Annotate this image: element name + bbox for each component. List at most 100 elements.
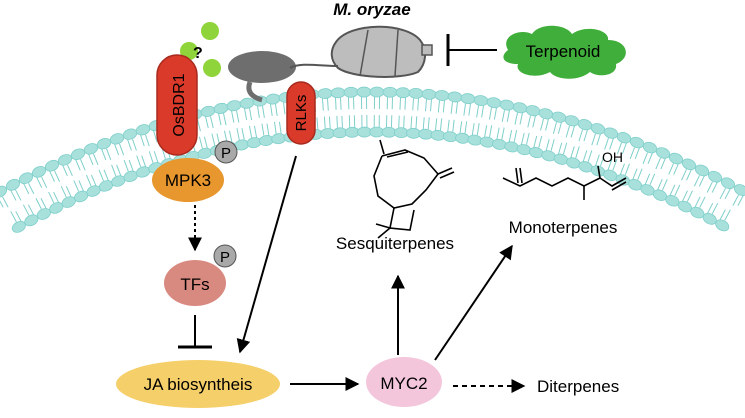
lipid-head (18, 172, 34, 185)
lipid-tail (106, 148, 112, 161)
lipid-tail (412, 98, 414, 111)
lipid-tail (399, 97, 401, 110)
terpenoid-label: Terpenoid (526, 42, 601, 61)
lipid-tail (148, 151, 154, 163)
lipid-tail (236, 110, 240, 123)
lipid-head (197, 147, 213, 159)
lipid-tail (644, 173, 651, 186)
lipid-tail (335, 97, 337, 110)
lipid-tail (266, 123, 270, 136)
sesquiterpenes-label: Sesquiterpenes (336, 234, 454, 253)
lipid-head (57, 154, 73, 166)
lipid-tail (136, 155, 142, 168)
lipid-tail (249, 108, 253, 121)
lipid-tail (621, 142, 627, 155)
lipid-tail (600, 154, 605, 167)
lipid-tail (442, 100, 445, 113)
lipid-tail (341, 115, 343, 128)
lipid-tail (562, 142, 568, 155)
lipid-tail (711, 202, 719, 215)
lipid-tail (595, 154, 600, 167)
lipid-tail (410, 116, 413, 129)
lipid-tail (114, 143, 120, 156)
ligand-dot (201, 22, 219, 40)
lipid-tail (532, 115, 536, 128)
sesquiterpene-structure-icon (373, 139, 455, 239)
lipid-tail (88, 153, 94, 166)
lipid-tail (711, 181, 718, 193)
lipid-head (356, 86, 372, 98)
lipid-tail (336, 115, 338, 128)
lipid-tail (28, 182, 35, 195)
lipid-tail (681, 169, 687, 181)
lipid-head (512, 102, 528, 114)
lipid-head (616, 132, 632, 144)
lipid-head (564, 115, 580, 127)
ja-biosynthesis-node (116, 360, 280, 408)
lipid-tail (270, 103, 273, 117)
lipid-head (538, 108, 554, 120)
lipid-tail (101, 148, 107, 161)
lipid-tail (655, 157, 661, 170)
lipid-tail (427, 117, 430, 130)
lipid-tail (127, 139, 132, 151)
lipid-tail (632, 168, 638, 180)
lipid-tail (514, 112, 518, 125)
lipid-tail (642, 152, 648, 164)
lipid-tail (570, 146, 575, 159)
fungus-spore-body (330, 25, 426, 78)
lipid-tail (404, 97, 406, 110)
lipid-tail (93, 153, 99, 166)
rlks-to-ja-arrow (236, 155, 297, 354)
lipid-head (83, 143, 99, 155)
lipid-tail (316, 117, 319, 130)
lipid-tail (520, 132, 525, 145)
lipid-tail (430, 99, 432, 112)
question-mark-label: ? (193, 45, 203, 62)
lipid-tail (609, 137, 614, 150)
lipid-tail (501, 127, 505, 140)
lipid-tail (80, 159, 86, 171)
lipid-tail (231, 110, 235, 123)
lipid-tail (10, 189, 17, 201)
myc2-node (366, 357, 442, 407)
rlks-label: RLKs (293, 95, 310, 132)
lipid-tail (434, 118, 438, 131)
lipid-tail (417, 98, 419, 111)
lipid-tail (501, 110, 505, 122)
lipid-tail (425, 99, 427, 112)
lipid-head (629, 136, 645, 149)
lipid-tail (476, 123, 480, 136)
lipid-tail (53, 191, 60, 204)
lipid-tail (591, 133, 596, 146)
lipid-tail (596, 133, 601, 146)
tfs-phospho-label: P (220, 249, 230, 266)
lipid-tail (450, 101, 453, 114)
lipid-tail (575, 146, 580, 159)
lipid-tail (447, 119, 450, 132)
lipid-tail (103, 169, 109, 182)
lipid-tail (49, 170, 55, 182)
lipid-tail (248, 125, 253, 138)
lipid-head (681, 158, 697, 171)
oh-group-label: OH (602, 149, 623, 165)
fungus-septum (359, 29, 369, 77)
lipid-head (525, 105, 541, 117)
lipid-tail (508, 130, 513, 142)
lipid-head (577, 119, 593, 131)
lipid-tail (398, 115, 400, 128)
lipid-tail (111, 164, 117, 177)
lipid-tail (669, 184, 676, 196)
fungus-penetration-peg (289, 63, 339, 69)
lipid-tail (699, 196, 706, 208)
lipid-tail (41, 176, 48, 188)
lipid-tail (550, 139, 555, 151)
lipid-tail (85, 174, 92, 187)
osbdr1-label: OsBDR1 (171, 73, 188, 136)
mpk3-label: MPK3 (165, 171, 211, 190)
fungus-hypha (246, 81, 263, 103)
mpk3-phospho-label: P (221, 145, 231, 162)
lipid-tail (582, 150, 588, 162)
lipid-tail (706, 202, 714, 215)
pathogen-label: M. oryzae (333, 0, 410, 19)
